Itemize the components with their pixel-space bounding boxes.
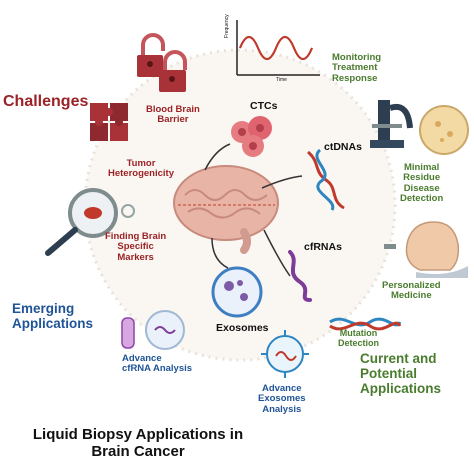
cell-cluster-icon bbox=[231, 116, 272, 157]
challenges-heading: Challenges bbox=[3, 93, 89, 110]
ctdnas-label: ctDNAs bbox=[324, 141, 362, 153]
waveform-graph-icon bbox=[236, 20, 320, 76]
dna-icon bbox=[306, 148, 345, 211]
lock-icon bbox=[137, 33, 187, 92]
exosome-spiked-icon bbox=[261, 330, 309, 378]
exosomes-label: Exosomes bbox=[216, 322, 269, 334]
graph-ylabel: Frequency bbox=[224, 14, 230, 38]
graph-xlabel: Time bbox=[276, 77, 287, 83]
test-tube-icon bbox=[121, 310, 185, 350]
brain-icon bbox=[173, 165, 279, 254]
person-icon bbox=[384, 221, 468, 278]
magnifier-icon bbox=[45, 188, 135, 256]
ctcs-label: CTCs bbox=[250, 100, 278, 112]
microscope-icon bbox=[370, 100, 469, 155]
mutation-dna-icon bbox=[329, 317, 402, 331]
exosome-icon bbox=[211, 266, 263, 318]
arrows bbox=[204, 143, 303, 277]
rna-icon bbox=[288, 250, 312, 302]
puzzle-icon bbox=[90, 103, 128, 141]
cfrnas-label: cfRNAs bbox=[304, 241, 342, 253]
